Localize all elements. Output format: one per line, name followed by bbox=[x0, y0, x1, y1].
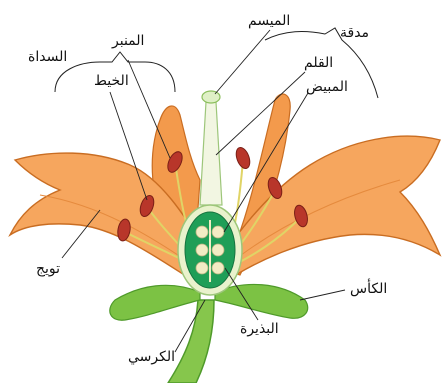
pistil-style bbox=[200, 102, 222, 205]
label-filament: الخيط bbox=[94, 74, 129, 88]
label-calyx: الكأس bbox=[350, 282, 387, 296]
label-pistil: مدقة bbox=[340, 26, 369, 40]
label-anther: المنبر bbox=[112, 34, 144, 48]
sepal-left bbox=[110, 285, 200, 320]
label-ovary: المبيض bbox=[306, 80, 348, 94]
label-receptacle: الكرسي bbox=[128, 350, 175, 364]
label-stamen: السداة bbox=[28, 50, 67, 64]
flower-stem bbox=[168, 300, 214, 383]
label-style: القلم bbox=[304, 56, 333, 70]
label-corolla: تويج bbox=[36, 262, 60, 276]
label-ovule: البذيرة bbox=[240, 322, 279, 336]
sepal-right bbox=[215, 284, 308, 318]
label-stigma: الميسم bbox=[248, 14, 290, 28]
stigma bbox=[202, 91, 220, 103]
